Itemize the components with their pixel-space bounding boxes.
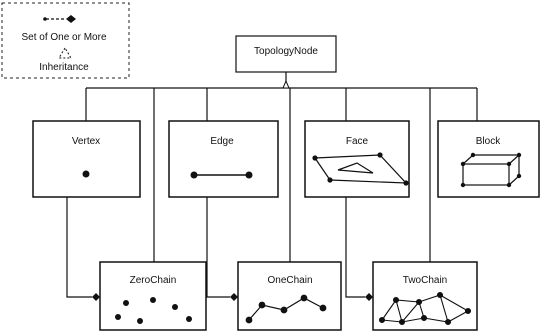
legend-frame — [1, 2, 130, 79]
vertex-label: Vertex — [72, 136, 100, 147]
topologynode-label: TopologyNode — [254, 46, 318, 57]
block-cuboid-icon — [460, 152, 522, 188]
aggregation-diamond-icon — [92, 293, 100, 301]
block-class: Block — [437, 120, 540, 198]
onechain-path-icon — [245, 294, 327, 324]
inheritance-connectors — [85, 72, 478, 262]
twochain-class: TwoChain — [372, 261, 478, 331]
inheritance-triangle-icon — [58, 47, 72, 59]
aggregation-diamond-icon — [66, 15, 76, 23]
edge-class: Edge — [168, 120, 279, 198]
edge-label: Edge — [210, 136, 234, 147]
aggregation-symbol — [43, 15, 76, 23]
face-label: Face — [346, 136, 369, 147]
face-class: Face — [304, 120, 410, 198]
block-label: Block — [476, 136, 501, 147]
legend: Set of One or More Inheritance — [1, 2, 130, 79]
onechain-class: OneChain — [237, 261, 342, 331]
legend-aggregation-label: Set of One or More — [21, 32, 106, 43]
topologynode-class: TopologyNode — [235, 35, 337, 73]
zerochain-points-icon — [115, 297, 192, 324]
edge-segment-icon — [190, 171, 253, 179]
zerochain-class: ZeroChain — [99, 261, 207, 331]
twochain-label: TwoChain — [403, 275, 447, 286]
twochain-mesh-icon — [378, 291, 472, 326]
vertex-class: Vertex — [32, 120, 141, 198]
aggregation-diamond-icon — [365, 293, 373, 301]
aggregation-dot — [43, 17, 47, 21]
vertex-point-icon — [82, 170, 90, 178]
aggregation-connectors — [66, 197, 365, 298]
onechain-label: OneChain — [267, 275, 312, 286]
inheritance-triangle-icon — [282, 79, 290, 89]
face-polygon-icon — [312, 152, 409, 186]
aggregation-diamond-icon — [230, 293, 238, 301]
zerochain-label: ZeroChain — [130, 275, 177, 286]
legend-inheritance-label: Inheritance — [39, 62, 89, 73]
